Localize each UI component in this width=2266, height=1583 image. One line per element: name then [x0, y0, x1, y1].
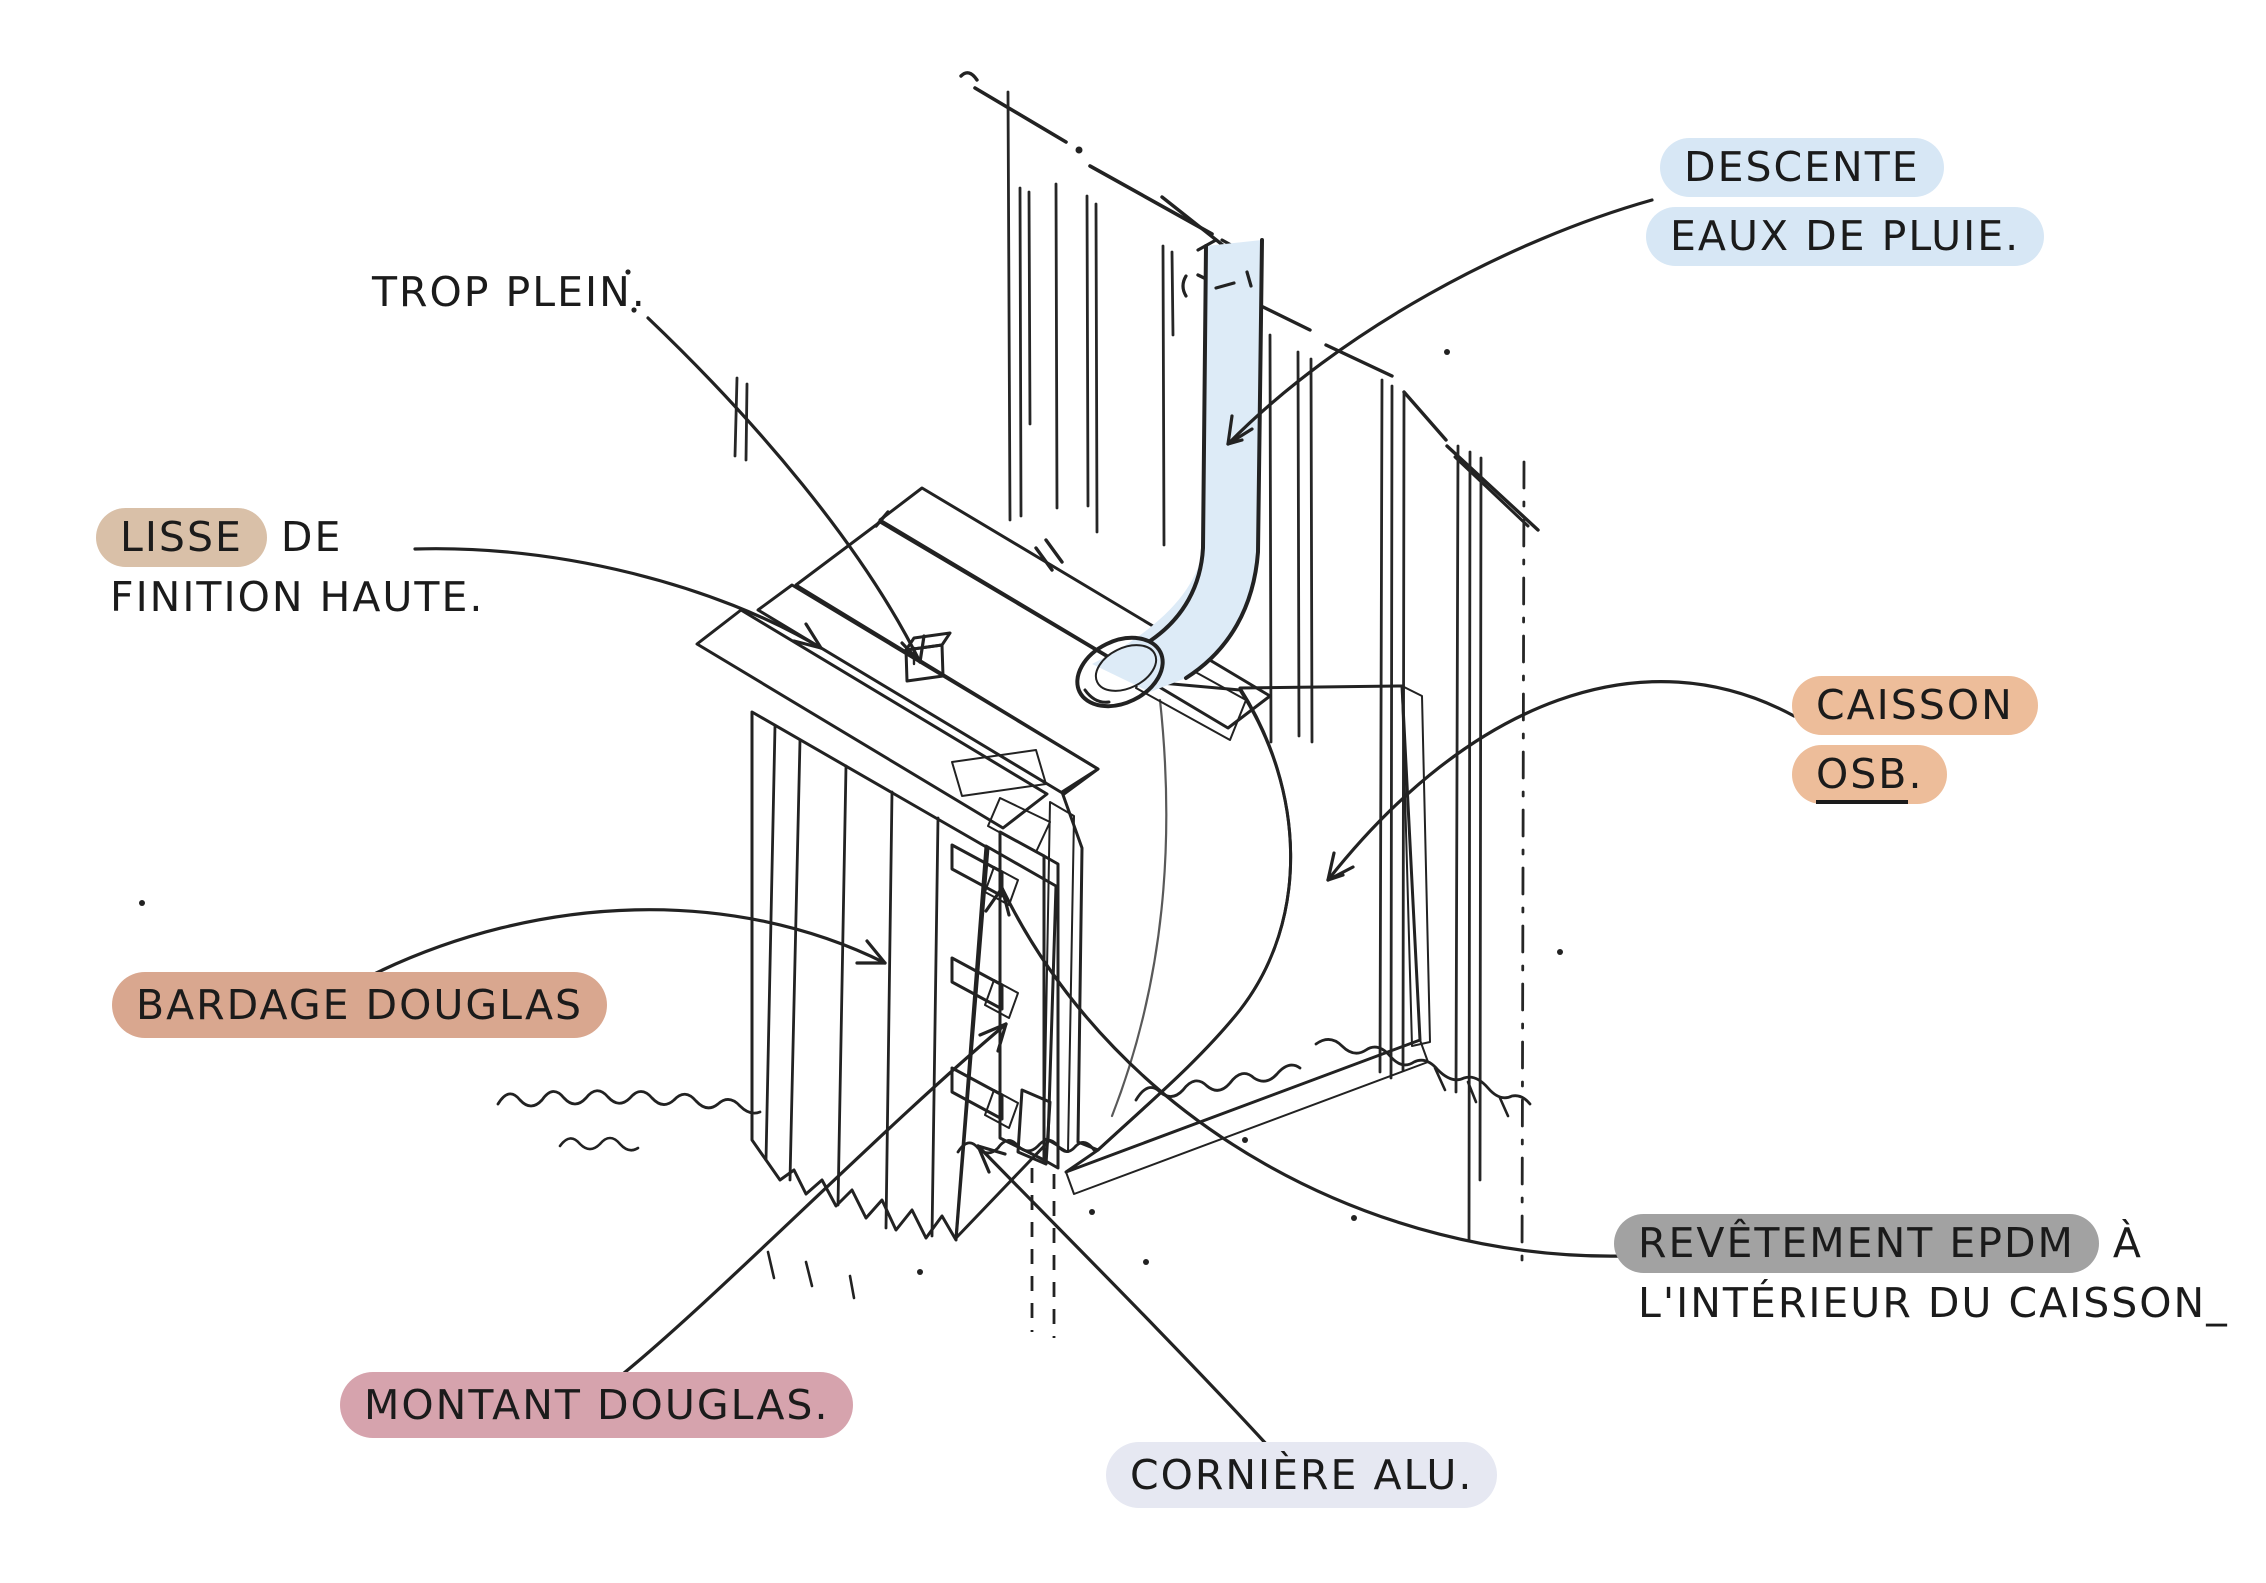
axis-dashed-lines — [1030, 1168, 1056, 1338]
battens — [950, 843, 1019, 1129]
arrowhead-caisson — [1326, 851, 1355, 882]
descente-line1: DESCENTE — [1660, 138, 1944, 197]
arrowhead-bardage — [855, 939, 887, 965]
sketch-dots — [139, 269, 1563, 1275]
revetement-line1-highlighted: REVÊTEMENT EPDM — [1614, 1214, 2099, 1273]
leader-lisse — [413, 547, 823, 650]
caisson-osb-word: OSB — [1816, 750, 1909, 804]
arrowhead-descente — [1226, 414, 1254, 446]
label-corniere: CORNIÈRE ALU. — [1106, 1442, 1498, 1508]
caisson-osb-dot: . — [1908, 750, 1924, 798]
label-trop-plein: TROP PLEIN. — [372, 268, 647, 316]
label-montant: MONTANT DOUGLAS. — [340, 1372, 854, 1438]
descente-line2: EAUX DE PLUIE. — [1646, 207, 2045, 266]
leader-descente — [1226, 198, 1654, 446]
leader-bardage — [368, 908, 887, 978]
caisson-box — [695, 238, 1431, 1338]
leader-montant — [616, 1022, 1008, 1380]
downpipe-mouth — [1075, 635, 1165, 709]
label-revetement: REVÊTEMENT EPDM À L'INTÉRIEUR DU CAISSON_ — [1614, 1214, 2229, 1334]
top-rail-front — [695, 608, 1049, 830]
label-descente: DESCENTE EAUX DE PLUIE. — [1646, 138, 2045, 276]
leader-caisson — [1326, 680, 1796, 882]
trop-plein-text: TROP PLEIN. — [372, 268, 647, 316]
caisson-line2: OSB. — [1792, 745, 1948, 804]
downpipe — [1075, 238, 1264, 709]
leader-lines — [368, 198, 1796, 1448]
leader-corniere — [976, 1144, 1270, 1448]
bardage-panel — [750, 710, 990, 1242]
revetement-line2: L'INTÉRIEUR DU CAISSON_ — [1638, 1279, 2229, 1327]
arrowhead-revetement — [984, 886, 1011, 917]
leader-trop-plein — [646, 316, 922, 664]
arrowhead-lisse — [792, 622, 823, 650]
top-rail-middle — [756, 583, 1100, 796]
cut-edge-right-hatch — [1401, 685, 1431, 1047]
label-bardage: BARDAGE DOUGLAS — [112, 972, 608, 1038]
montant-text: MONTANT DOUGLAS. — [340, 1372, 854, 1438]
leader-revetement — [1000, 886, 1624, 1258]
arrowhead-trop-plein — [900, 634, 926, 664]
rail-joint-hatch — [951, 749, 1047, 797]
caisson-line1: CAISSON — [1792, 676, 2038, 735]
arrowhead-corniere — [976, 1144, 1007, 1174]
cut-edge-bottom-hatch — [1065, 1039, 1429, 1195]
corniere-alu-piece — [1016, 1088, 1052, 1166]
lisse-line2: FINITION HAUTE. — [110, 573, 485, 621]
lisse-line1-rest: DE — [280, 513, 343, 561]
label-caisson: CAISSON OSB. — [1792, 676, 2038, 814]
cut-edge-left-hatch — [1043, 801, 1075, 1153]
corniere-text: CORNIÈRE ALU. — [1106, 1442, 1498, 1508]
label-lisse: LISSE DE FINITION HAUTE. — [96, 508, 484, 628]
bardage-text: BARDAGE DOUGLAS — [112, 972, 608, 1038]
osb-panel — [1064, 684, 1422, 1174]
revetement-line1-rest: À — [2112, 1219, 2143, 1267]
grass — [139, 269, 1563, 1300]
montant-post — [998, 830, 1060, 1170]
epdm-crease — [1110, 698, 1168, 1118]
lisse-line1-highlighted: LISSE — [96, 508, 267, 567]
arrowhead-montant — [978, 1022, 1008, 1053]
